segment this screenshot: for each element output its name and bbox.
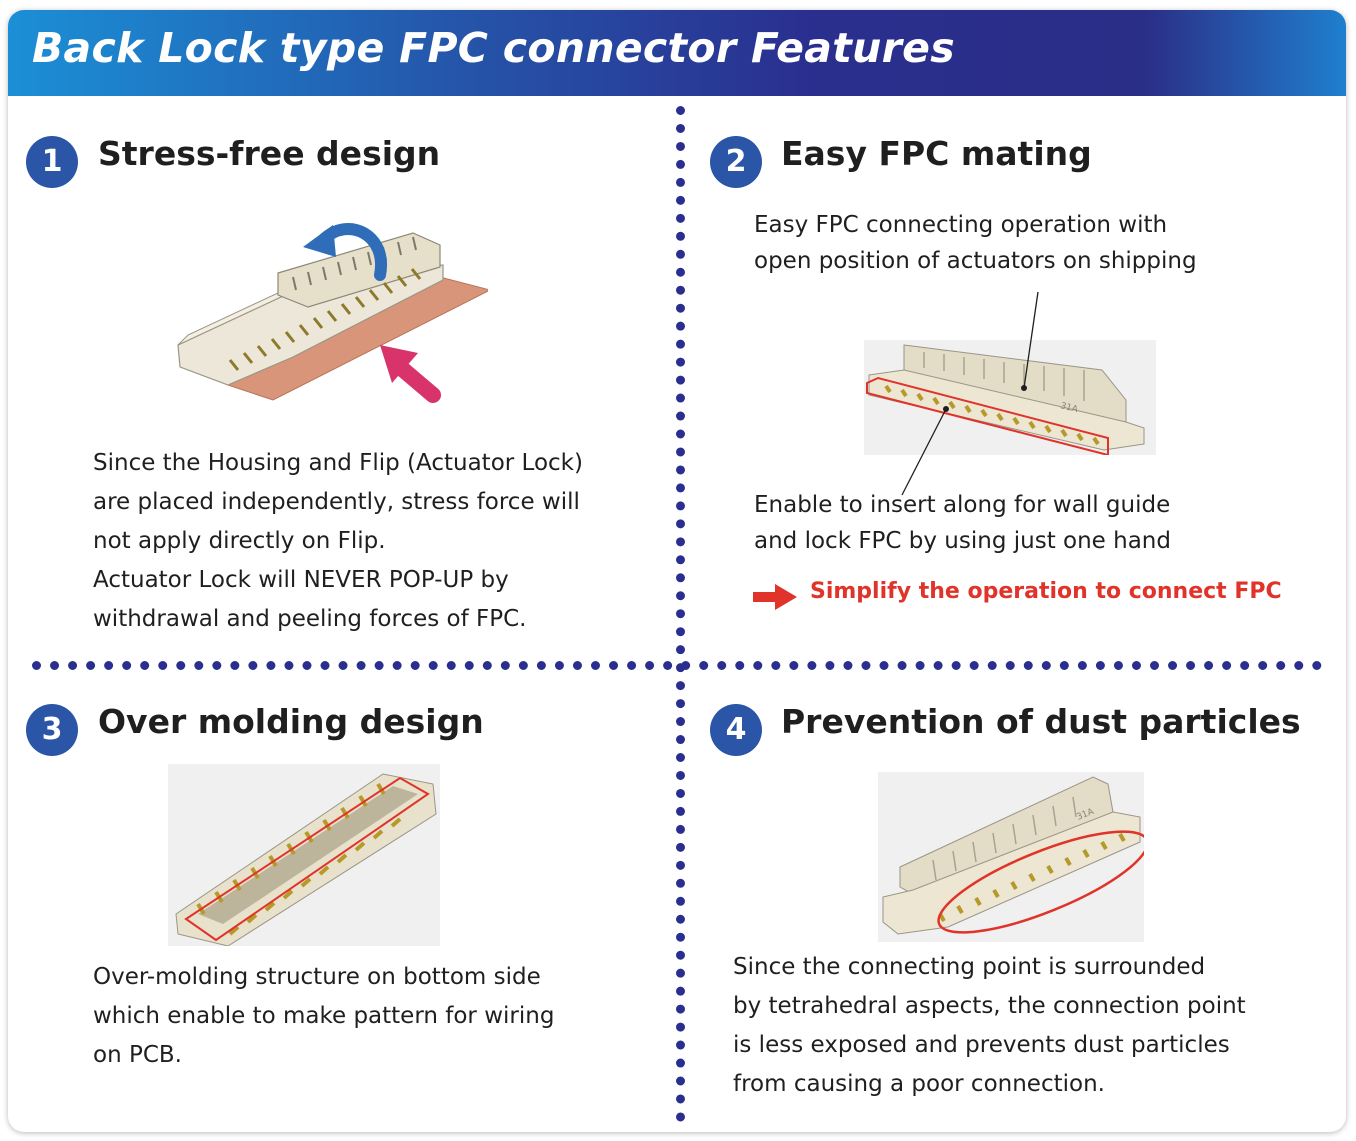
wall-ribs	[932, 796, 1077, 881]
insertion-arrow	[380, 345, 441, 403]
feature-2-number-badge: 2	[710, 136, 762, 188]
feature-1-number-badge: 1	[26, 136, 78, 188]
callout-line: open position of actuators on shipping	[754, 248, 1197, 274]
feature-3-number-badge: 3	[26, 704, 78, 756]
feature-1-connector-illustration	[177, 223, 488, 403]
page-title: Back Lock type FPC connector Features	[32, 24, 955, 72]
feature-1-line: not apply directly on Flip.	[93, 528, 386, 554]
feature-4-connector-illustration: 31A	[878, 772, 1144, 942]
feature-3-line: on PCB.	[93, 1042, 182, 1068]
feature-2-connector-illustration: 31A	[864, 340, 1156, 455]
feature-4-number-badge: 4	[710, 704, 762, 756]
feature-card: Back Lock type FPC connector Features 1 …	[8, 10, 1346, 1132]
feature-1-description: Since the Housing and Flip (Actuator Loc…	[93, 444, 583, 639]
connection-point-highlight	[937, 830, 1144, 934]
contact-pins	[196, 782, 402, 936]
feature-2-bottom-callout: Enable to insert along for wall guide an…	[754, 487, 1171, 559]
insertion-area-highlight	[866, 376, 1109, 455]
contact-pins	[884, 384, 1100, 446]
feature-4-line: by tetrahedral aspects, the connection p…	[733, 993, 1246, 1019]
feature-1-line: Since the Housing and Flip (Actuator Loc…	[93, 450, 583, 476]
over-molding-highlight	[184, 776, 430, 942]
title-banner: Back Lock type FPC connector Features	[8, 10, 1346, 96]
feature-3-connector-illustration	[168, 764, 440, 946]
feature-3-line: Over-molding structure on bottom side	[93, 964, 541, 990]
callout-line: Easy FPC connecting operation with	[754, 212, 1168, 238]
horizontal-dotted-divider	[32, 661, 1322, 670]
feature-4-line: Since the connecting point is surrounded	[733, 954, 1206, 980]
feature-4-title: Prevention of dust particles	[781, 702, 1301, 741]
feature-2-top-callout: Easy FPC connecting operation with open …	[754, 207, 1197, 279]
feature-4-description: Since the connecting point is surrounded…	[733, 948, 1246, 1104]
feature-4-line: is less exposed and prevents dust partic…	[733, 1032, 1230, 1058]
feature-3-title: Over molding design	[98, 702, 484, 741]
feature-1-line: are placed independently, stress force w…	[93, 489, 580, 515]
result-arrow-icon	[753, 584, 797, 610]
callout-line: Enable to insert along for wall guide	[754, 492, 1171, 518]
feature-4-line: from causing a poor connection.	[733, 1071, 1105, 1097]
vertical-dotted-divider	[676, 106, 685, 1122]
feature-1-line: Actuator Lock will NEVER POP-UP by	[93, 567, 509, 593]
feature-2-leader-lines	[901, 291, 1039, 496]
feature-2-title: Easy FPC mating	[781, 134, 1092, 173]
callout-line: and lock FPC by using just one hand	[754, 528, 1171, 554]
wall-ribs	[923, 352, 1085, 401]
feature-1-title: Stress-free design	[98, 134, 441, 173]
feature-3-description: Over-molding structure on bottom side wh…	[93, 958, 554, 1075]
feature-2-result: Simplify the operation to connect FPC	[810, 579, 1282, 604]
feature-1-line: withdrawal and peeling forces of FPC.	[93, 606, 527, 632]
contact-pins	[228, 268, 422, 371]
actuator-slots	[292, 236, 417, 291]
connector-marking: 31A	[1059, 401, 1079, 415]
feature-3-line: which enable to make pattern for wiring	[93, 1003, 555, 1029]
over-molded-area	[198, 786, 418, 924]
